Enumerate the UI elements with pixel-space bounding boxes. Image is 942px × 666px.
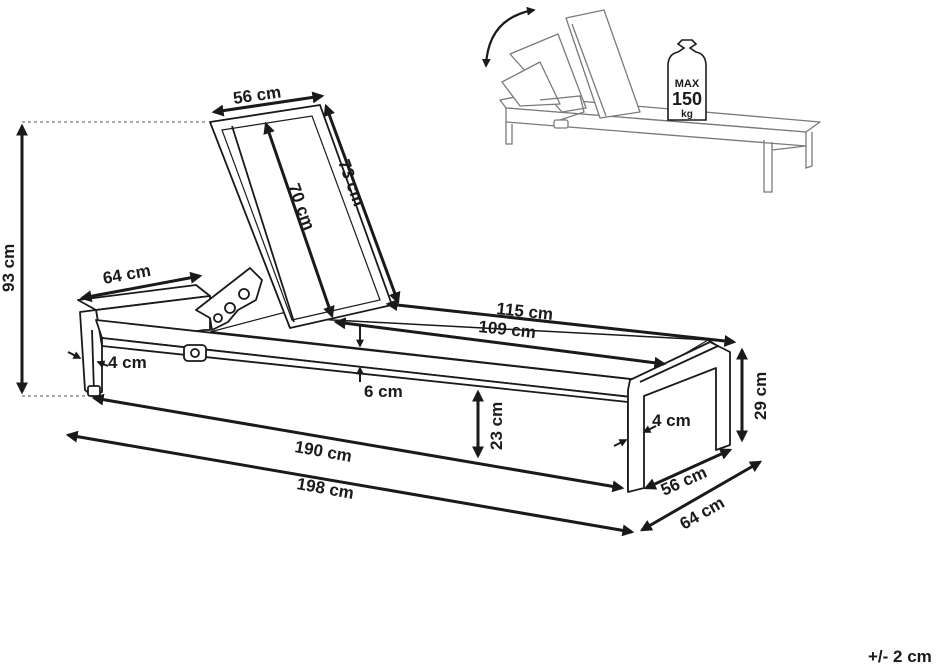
max-weight-line3: kg bbox=[681, 109, 693, 120]
lounger-main-drawing bbox=[77, 104, 731, 493]
max-weight-line2: 150 bbox=[672, 89, 702, 109]
dimension-lines bbox=[15, 91, 763, 537]
max-weight-icon: MAX 150 kg bbox=[667, 39, 707, 121]
label-total-height: 93 cm bbox=[0, 244, 18, 292]
label-frame-thickness-left: 4 cm bbox=[108, 353, 147, 372]
tolerance-note: +/- 2 cm bbox=[868, 647, 932, 666]
label-total-length: 198 cm bbox=[295, 474, 355, 503]
label-total-width: 64 cm bbox=[677, 493, 728, 534]
label-seat-height: 23 cm bbox=[487, 402, 506, 450]
recline-inset-drawing bbox=[481, 6, 821, 193]
label-seat-gap: 6 cm bbox=[364, 382, 403, 401]
label-footrest-width: 64 cm bbox=[101, 261, 152, 288]
label-leg-height: 29 cm bbox=[751, 372, 770, 420]
label-frame-thickness-right: 4 cm bbox=[652, 411, 691, 430]
max-weight-line1: MAX bbox=[675, 78, 700, 90]
